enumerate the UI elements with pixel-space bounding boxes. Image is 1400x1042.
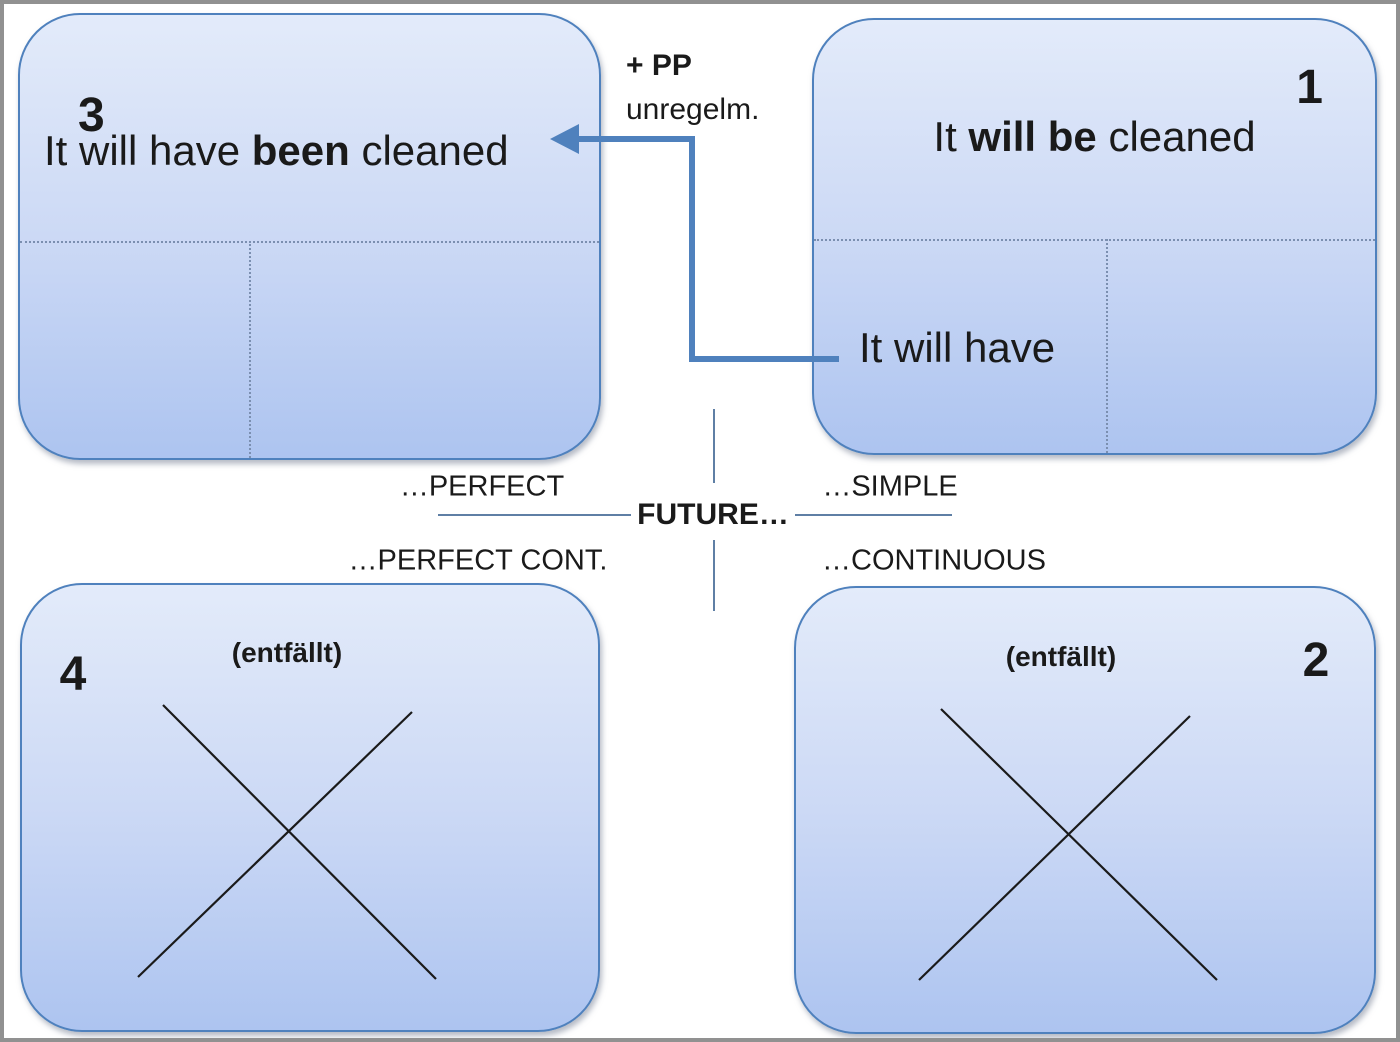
box-future-perfect: 3 It will have been cleaned — [18, 13, 601, 460]
sentence-future-perfect: It will have been cleaned — [44, 130, 509, 172]
box-number-1: 1 — [1296, 61, 1323, 114]
divider-vertical-dotted — [249, 241, 251, 458]
sentence-bold: will be — [968, 113, 1097, 160]
label-perfect: …PERFECT — [399, 470, 565, 503]
divider-horizontal-dotted — [814, 239, 1375, 241]
arrow-label-pp: + PP — [626, 49, 692, 82]
box-future-continuous: 2 (entfällt) — [794, 586, 1376, 1034]
label-simple: …SIMPLE — [822, 470, 958, 503]
label-continuous: …CONTINUOUS — [822, 544, 1046, 577]
sentence-bold: been — [251, 127, 350, 174]
sentence-pre: It — [933, 113, 969, 160]
label-perfect-cont: …PERFECT CONT. — [348, 544, 608, 577]
sentence-pre: It will have — [44, 127, 252, 174]
divider-horizontal-dotted — [20, 241, 599, 243]
entfaellt-label: (entfällt) — [1005, 641, 1117, 672]
entfaellt-label: (entfällt) — [231, 637, 343, 668]
box-future-simple: 1 It will be cleaned It will have — [812, 18, 1377, 455]
divider-vertical-dotted — [1106, 239, 1108, 453]
sentence-post: cleaned — [1096, 113, 1256, 160]
sentence-post: cleaned — [349, 127, 509, 174]
arrow-label-unregelm: unregelm. — [626, 93, 760, 126]
sentence-future-simple: It will be cleaned — [814, 116, 1375, 158]
future-title: FUTURE… — [637, 498, 789, 531]
box-number-3: 3 — [78, 89, 105, 142]
stem-it-will-have: It will have — [859, 324, 1056, 371]
box-number-4: 4 — [59, 648, 87, 701]
box-number-2: 2 — [1302, 634, 1330, 687]
elbow-arrow-line — [572, 136, 839, 362]
box-future-perfect-continuous: 4 (entfällt) — [20, 583, 600, 1032]
